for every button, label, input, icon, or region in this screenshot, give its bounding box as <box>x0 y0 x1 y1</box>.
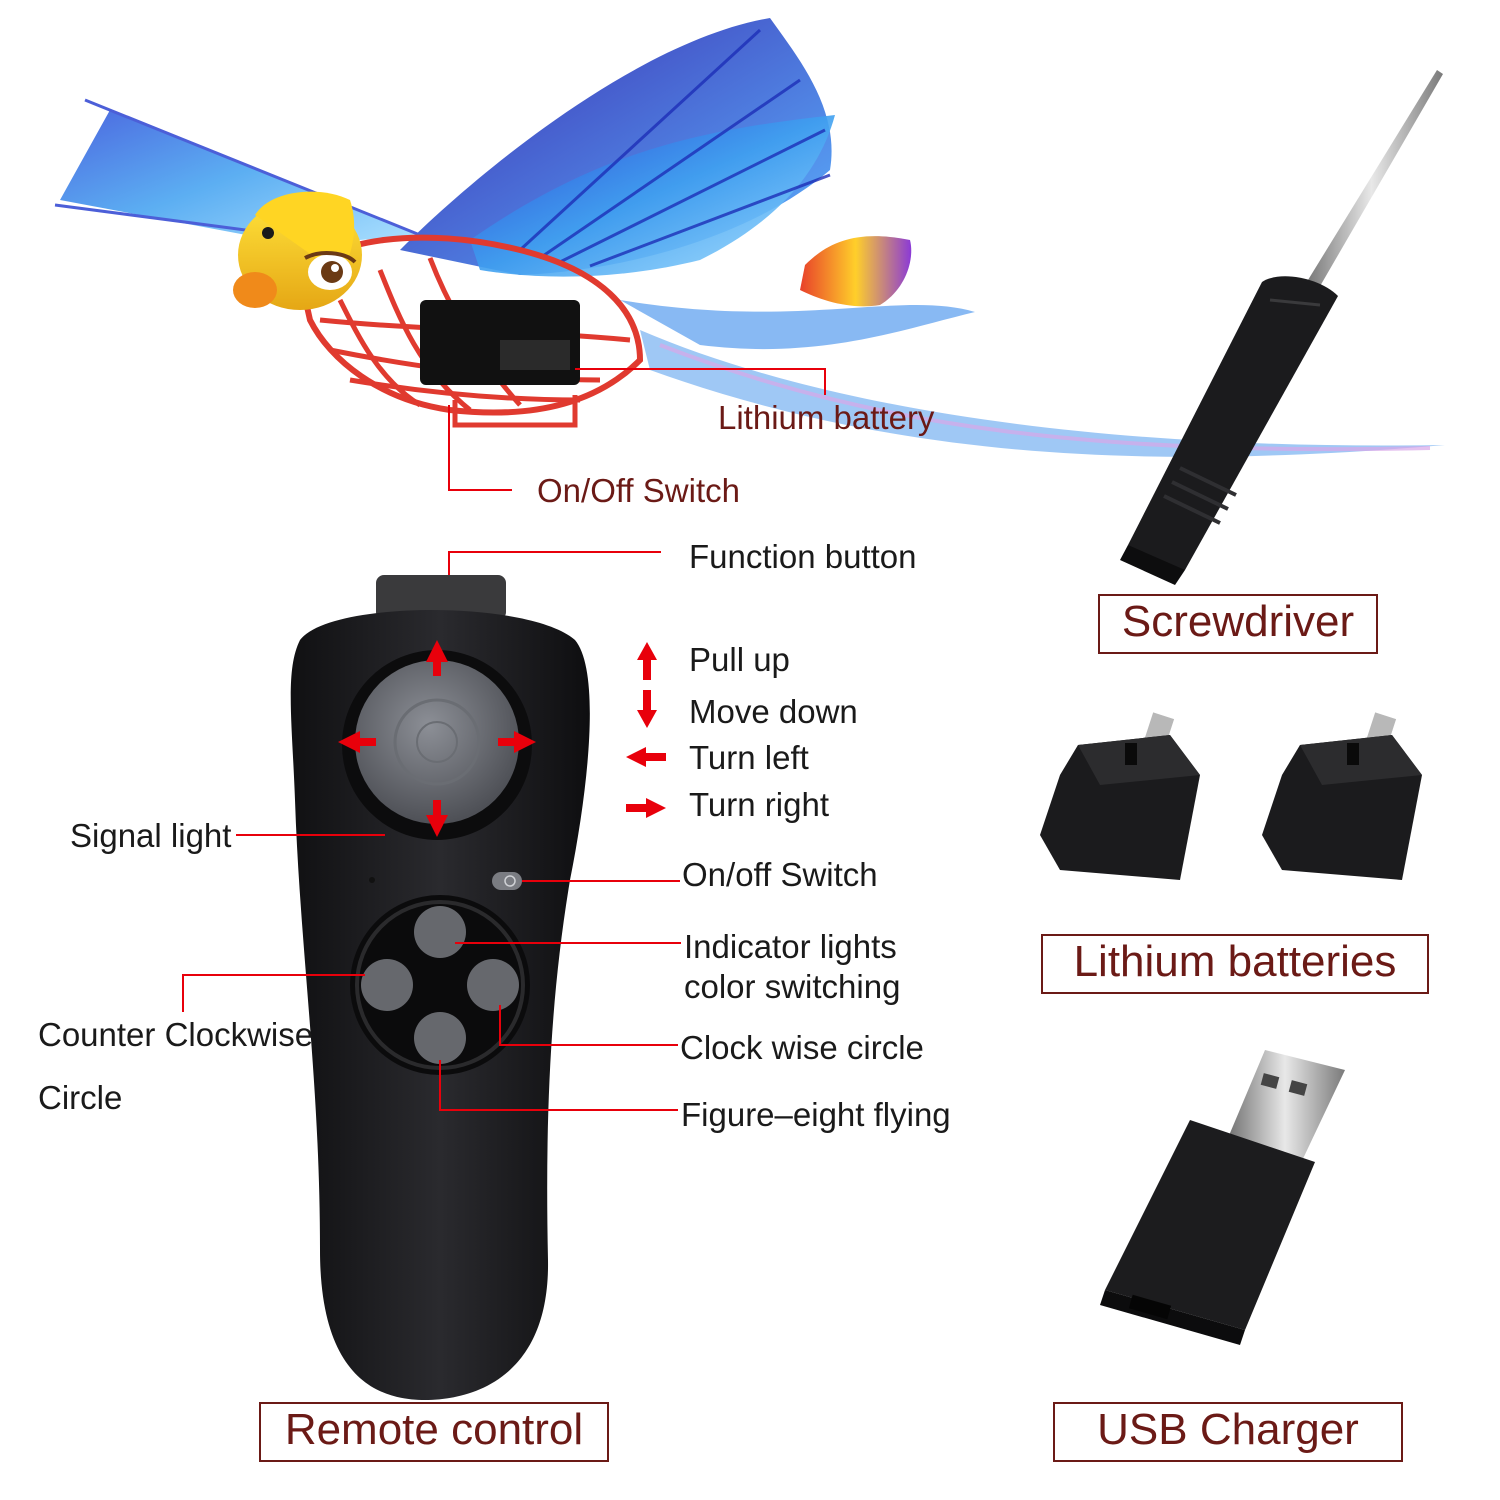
battery-2 <box>1262 712 1422 880</box>
clockwise-leader <box>499 1005 678 1046</box>
button-cluster-ring <box>350 895 530 1075</box>
bird-eye <box>321 261 343 283</box>
label-signal-light: Signal light <box>70 817 232 854</box>
label-indicator-lights-2: color switching <box>684 968 901 1005</box>
button-figure-eight <box>414 1012 466 1064</box>
battery-1 <box>1040 712 1200 880</box>
battery-leader-line <box>575 368 826 395</box>
caption-usb-charger: USB Charger <box>1053 1402 1403 1462</box>
joystick-arrows <box>338 640 536 837</box>
label-figure-eight: Figure–eight flying <box>681 1096 951 1133</box>
legend-arrows <box>626 642 666 818</box>
arrow-up-icon <box>637 642 657 680</box>
caption-screwdriver: Screwdriver <box>1098 594 1378 654</box>
function-button-leader <box>448 551 661 575</box>
joystick-cap <box>355 660 519 824</box>
label-counter-clockwise-2: Circle <box>38 1079 123 1116</box>
counter-clockwise-leader <box>182 974 365 1012</box>
power-button <box>492 872 522 890</box>
arrow-left-icon <box>338 731 376 753</box>
screwdriver-shaft <box>1300 70 1443 300</box>
label-turn-left: Turn left <box>689 739 809 776</box>
arrow-up-icon <box>426 640 448 676</box>
bird-streamer-tail <box>620 300 975 350</box>
remote-leader-lines <box>182 551 681 1111</box>
label-counter-clockwise-1: Counter Clockwise <box>38 1016 314 1053</box>
button-counter-clockwise <box>361 959 413 1011</box>
arrow-down-icon <box>426 800 448 837</box>
bird-leader-lines <box>448 368 826 491</box>
label-clockwise-circle: Clock wise circle <box>680 1029 924 1066</box>
label-remote-on-off-switch: On/off Switch <box>682 856 878 893</box>
label-bird-on-off-switch: On/Off Switch <box>537 472 740 509</box>
bird-streamer-tail <box>640 330 1445 457</box>
screwdriver <box>1120 70 1443 585</box>
remote-control <box>290 575 590 1400</box>
bird-toy <box>54 18 1445 457</box>
label-indicator-lights-1: Indicator lights <box>684 928 897 965</box>
label-pull-up: Pull up <box>689 641 790 678</box>
usb-charger <box>1100 1050 1345 1345</box>
arrow-down-icon <box>637 690 657 728</box>
power-icon <box>504 875 516 887</box>
arrow-right-icon <box>498 731 536 753</box>
label-function-button: Function button <box>689 538 917 575</box>
label-lithium-battery: Lithium battery <box>718 399 935 436</box>
figure-eight-leader <box>439 1060 678 1111</box>
bird-tail-fan <box>800 236 912 307</box>
remote-top-button <box>376 575 506 620</box>
arrow-right-icon <box>626 798 666 818</box>
label-turn-right: Turn right <box>689 786 829 823</box>
bird-body-cage <box>296 234 644 416</box>
usb-body <box>1105 1120 1315 1330</box>
label-move-down: Move down <box>689 693 858 730</box>
button-clockwise <box>467 959 519 1011</box>
bird-left-wing <box>60 100 420 245</box>
usb-plug <box>1225 1050 1345 1165</box>
caption-lithium-batteries: Lithium batteries <box>1041 934 1429 994</box>
bird-beak <box>233 272 277 308</box>
switch-leader-line <box>448 405 512 491</box>
signal-light-dot <box>369 877 375 883</box>
screwdriver-handle <box>1128 276 1338 572</box>
usb-port <box>1128 1294 1172 1320</box>
caption-remote-control: Remote control <box>259 1402 609 1462</box>
arrow-left-icon <box>626 747 666 767</box>
button-indicator <box>414 906 466 958</box>
